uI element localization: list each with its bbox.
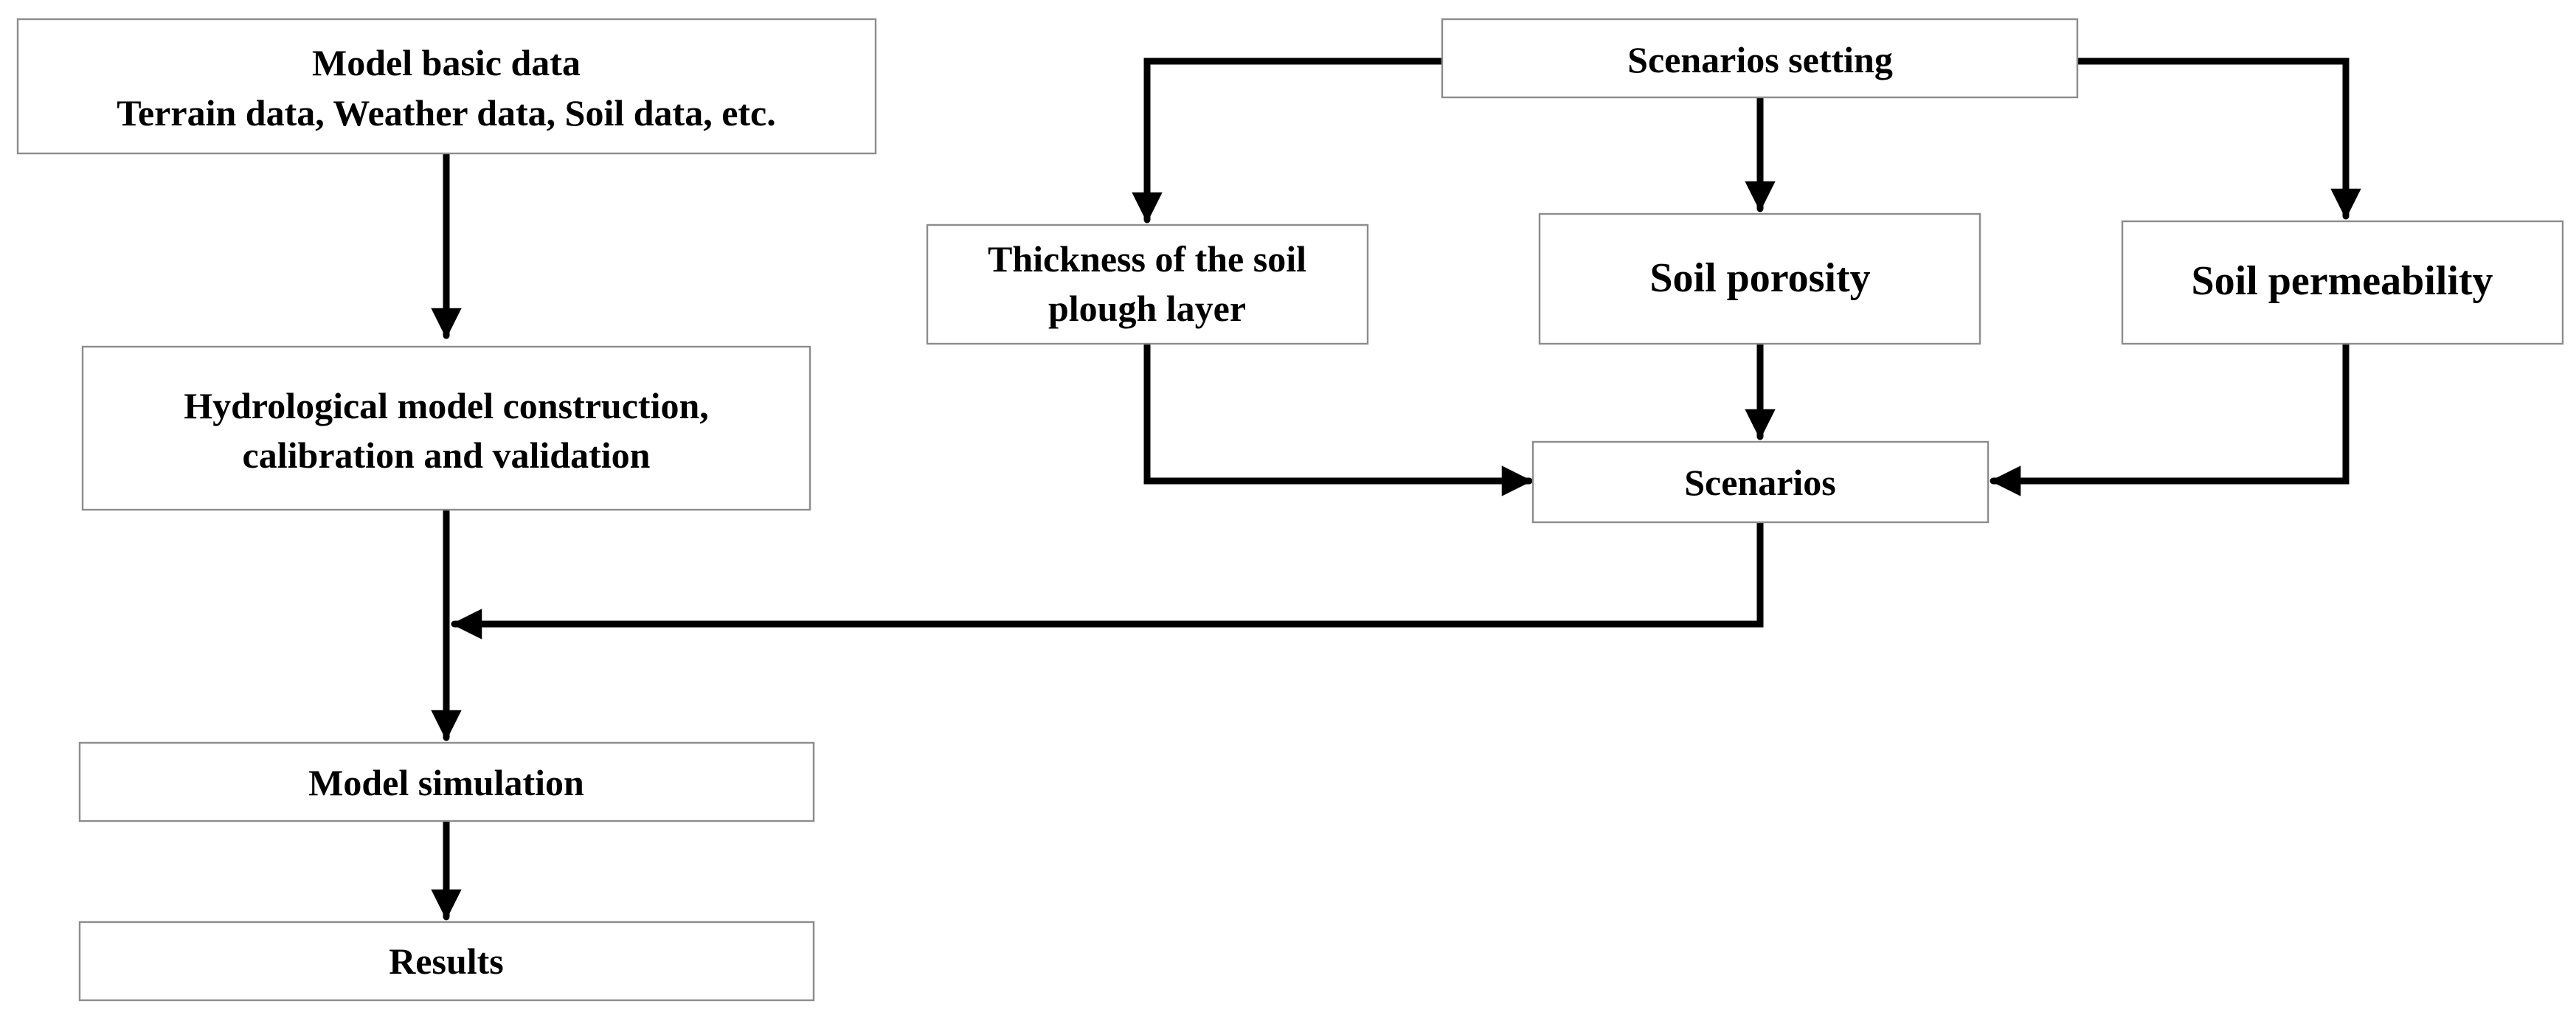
results-label: Results <box>389 940 504 982</box>
box-soil-permeability: Soil permeability <box>2121 220 2564 345</box>
box-results: Results <box>78 921 815 1002</box>
scenarios-label: Scenarios <box>1684 462 1836 503</box>
arrow-plough-layer-to-scenarios <box>1143 340 1533 496</box>
box-scenarios: Scenarios <box>1531 440 1990 524</box>
box-scenarios-setting: Scenarios setting <box>1441 18 2079 99</box>
scenarios-setting-label: Scenarios setting <box>1627 39 1893 80</box>
box-hydrological-model-construction: Hydrological model construction, calibra… <box>81 345 811 511</box>
plough-layer-line-1: Thickness of the soil <box>988 238 1306 280</box>
construction-line-1: Hydrological model construction, <box>184 385 709 426</box>
box-soil-plough-layer-thickness: Thickness of the soil plough layer <box>926 224 1369 345</box>
plough-layer-line-2: plough layer <box>1048 288 1246 329</box>
arrow-setting-to-plough-layer <box>1132 58 1446 224</box>
box-soil-porosity: Soil porosity <box>1538 212 1981 345</box>
arrow-setting-to-permeability <box>2074 58 2361 220</box>
box-model-simulation: Model simulation <box>78 741 815 822</box>
connectors <box>431 58 2361 921</box>
arrow-permeability-to-scenarios <box>1990 340 2350 496</box>
soil-permeability-label: Soil permeability <box>2191 258 2493 304</box>
arrow-scenarios-to-simulation-path <box>451 519 1764 640</box>
soil-porosity-label: Soil porosity <box>1649 255 1870 301</box>
model-basic-data-subtitle: Terrain data, Weather data, Soil data, e… <box>117 92 776 134</box>
box-model-basic-data: Model basic data Terrain data, Weather d… <box>16 18 877 155</box>
construction-line-2: calibration and validation <box>243 434 651 476</box>
model-simulation-label: Model simulation <box>308 762 584 803</box>
model-basic-data-title: Model basic data <box>312 42 581 83</box>
